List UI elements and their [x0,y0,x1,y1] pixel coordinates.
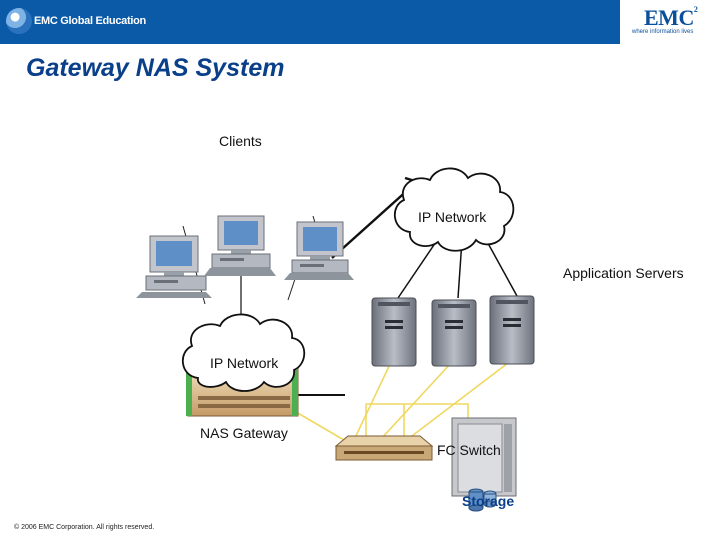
cable-ip-network-server-3 [483,235,518,297]
storage-label: Storage [462,493,515,509]
fc-link-gateway [295,411,345,441]
application-server-2 [431,299,477,367]
ip-network-cloud-bottom [182,313,306,392]
client-workstation-right [284,221,354,280]
client-workstation-left [136,235,212,298]
cable-ip-network-server-1 [397,235,441,299]
fc-link-server-1 [353,359,393,441]
ip-network-top-label: IP Network [418,209,487,225]
application-server-3 [489,295,535,365]
storage-array [451,417,517,512]
application-server-1 [371,297,417,367]
emc-education-logo: EMC Global Education [6,6,146,36]
emc-logo: EMC2 where information lives [620,0,720,44]
page-title: Gateway NAS System [26,54,285,82]
left-logo-text: EMC Global Education [34,15,146,27]
header-bar: EMC Global Education EMC2 where informat… [0,0,720,44]
cable-clients-to-ip-network [331,187,411,259]
fc-switch-device [334,435,434,461]
emc-logo-wordmark: EMC2 [644,5,698,30]
fc-link-server-2 [379,361,453,441]
fc-link-server-3 [403,359,513,443]
application-servers-label: Application Servers [563,265,684,281]
fc-switch-label: FC Switch [437,442,501,458]
ip-network-cloud-top [394,167,515,252]
client-workstation-middle [204,215,276,276]
swirl-icon [6,8,32,34]
nas-gateway-label: NAS Gateway [200,425,288,441]
emc-logo-tagline: where information lives [632,29,694,35]
copyright-footer: © 2006 EMC Corporation. All rights reser… [14,524,155,531]
fc-link-switch-storage [365,403,469,440]
clients-label: Clients [219,133,262,149]
ip-network-bottom-label: IP Network [210,355,279,371]
